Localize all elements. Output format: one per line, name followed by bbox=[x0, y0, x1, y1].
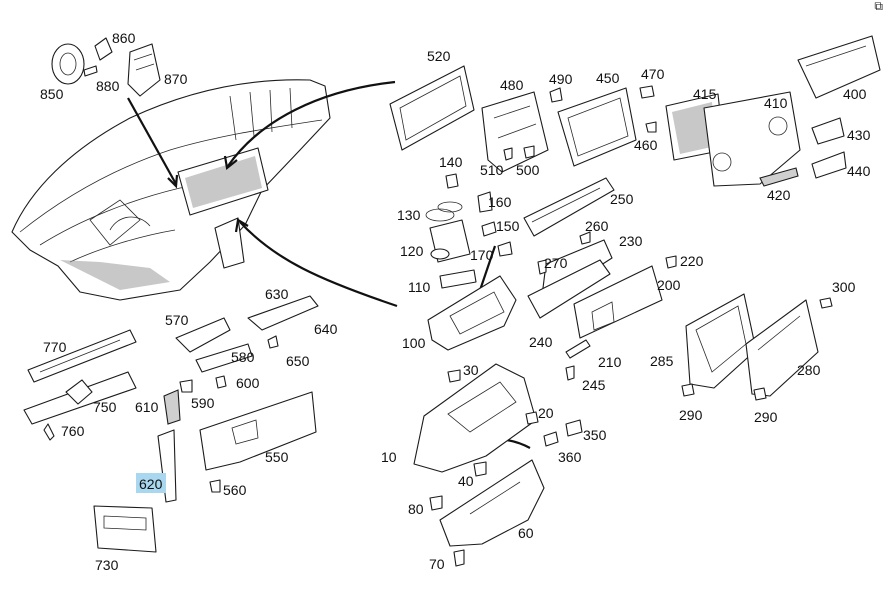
label-410: 410 bbox=[764, 95, 788, 111]
label-10: 10 bbox=[381, 449, 397, 465]
label-730: 730 bbox=[95, 557, 119, 573]
label-750: 750 bbox=[93, 399, 117, 415]
label-520: 520 bbox=[427, 48, 451, 64]
center-left-trim-parts bbox=[175, 295, 319, 493]
label-640: 640 bbox=[314, 321, 338, 337]
arrow-steering-head bbox=[167, 174, 179, 189]
label-300: 300 bbox=[832, 279, 856, 295]
label-30: 30 bbox=[463, 362, 479, 378]
lower-carrier-parts bbox=[413, 363, 583, 567]
label-140: 140 bbox=[439, 154, 463, 170]
label-80: 80 bbox=[408, 501, 424, 517]
arrow-console-head bbox=[234, 218, 249, 233]
label-600: 600 bbox=[236, 375, 260, 391]
label-610: 610 bbox=[135, 399, 159, 415]
label-580: 580 bbox=[231, 349, 255, 365]
label-230: 230 bbox=[619, 233, 643, 249]
label-220: 220 bbox=[680, 253, 704, 269]
label-850: 850 bbox=[40, 86, 64, 102]
label-430: 430 bbox=[847, 127, 871, 143]
arrow-trim-head bbox=[223, 155, 238, 171]
label-470: 470 bbox=[641, 66, 665, 82]
label-870: 870 bbox=[164, 71, 188, 87]
arrow-trim-to-dash bbox=[227, 80, 396, 167]
label-70: 70 bbox=[429, 556, 445, 572]
glovebox-parts bbox=[681, 293, 833, 401]
label-20: 20 bbox=[538, 405, 554, 421]
label-290b: 290 bbox=[754, 409, 778, 425]
part-labels: 860 870 850 880 520 480 490 450 470 415 … bbox=[40, 30, 871, 573]
label-450: 450 bbox=[596, 70, 620, 86]
left-trim-parts bbox=[23, 329, 181, 553]
label-40: 40 bbox=[458, 473, 474, 489]
label-490: 490 bbox=[549, 71, 573, 87]
label-620: 620 bbox=[139, 476, 163, 492]
label-60: 60 bbox=[518, 525, 534, 541]
label-460: 460 bbox=[634, 137, 658, 153]
label-560: 560 bbox=[223, 482, 247, 498]
label-110: 110 bbox=[408, 279, 431, 295]
label-440: 440 bbox=[847, 163, 871, 179]
label-880: 880 bbox=[96, 78, 120, 94]
label-480: 480 bbox=[500, 77, 524, 93]
label-160: 160 bbox=[488, 194, 512, 210]
label-260: 260 bbox=[585, 218, 609, 234]
label-630: 630 bbox=[265, 286, 289, 302]
label-100: 100 bbox=[402, 335, 426, 351]
middle-right-parts bbox=[425, 173, 677, 381]
upper-right-parts bbox=[389, 35, 881, 187]
label-860: 860 bbox=[112, 30, 136, 46]
label-120: 120 bbox=[400, 243, 424, 259]
label-590: 590 bbox=[191, 395, 215, 411]
highlight-620 bbox=[136, 473, 166, 493]
arrow-steering-to-dash bbox=[127, 97, 177, 185]
label-280: 280 bbox=[797, 362, 821, 378]
label-360: 360 bbox=[558, 449, 582, 465]
label-760: 760 bbox=[61, 423, 85, 439]
label-290a: 290 bbox=[679, 407, 703, 423]
label-150: 150 bbox=[496, 218, 520, 234]
label-200: 200 bbox=[657, 277, 681, 293]
label-500: 500 bbox=[516, 162, 540, 178]
label-415: 415 bbox=[693, 86, 717, 102]
center-console bbox=[427, 269, 517, 351]
label-210: 210 bbox=[598, 354, 622, 370]
label-350: 350 bbox=[583, 427, 607, 443]
label-170: 170 bbox=[470, 247, 494, 263]
steering-parts bbox=[51, 37, 161, 97]
label-770: 770 bbox=[43, 339, 67, 355]
label-400: 400 bbox=[843, 86, 867, 102]
label-420: 420 bbox=[767, 187, 791, 203]
label-550: 550 bbox=[265, 449, 289, 465]
copy-icon[interactable]: ⧉ bbox=[874, 0, 883, 13]
arrow-console-to-dash bbox=[239, 221, 398, 308]
label-570: 570 bbox=[165, 312, 189, 328]
label-250: 250 bbox=[610, 191, 634, 207]
label-270: 270 bbox=[544, 255, 568, 271]
label-240: 240 bbox=[529, 334, 553, 350]
label-285: 285 bbox=[650, 353, 674, 369]
label-130: 130 bbox=[397, 207, 421, 223]
label-245: 245 bbox=[582, 377, 606, 393]
label-650: 650 bbox=[286, 353, 310, 369]
dashboard-assembly bbox=[11, 79, 331, 301]
label-510: 510 bbox=[480, 162, 504, 178]
